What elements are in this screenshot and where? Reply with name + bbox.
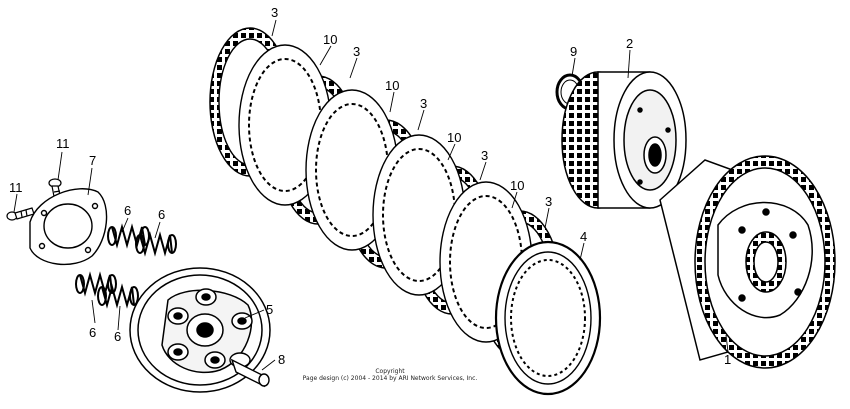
callout-8: 8	[278, 352, 285, 367]
callout-3-b: 3	[353, 44, 360, 59]
spring-lower-right	[97, 283, 139, 309]
callout-7: 7	[89, 153, 96, 168]
plate-gasket	[29, 188, 108, 266]
copyright-line-2: Page design (c) 2004 - 2014 by ARI Netwo…	[302, 375, 478, 382]
callout-11-left: 11	[9, 180, 23, 195]
callout-10-a: 10	[323, 32, 337, 47]
callout-10-b: 10	[385, 78, 399, 93]
spring-upper-right	[135, 231, 177, 257]
callout-6-c: 6	[89, 325, 96, 340]
copyright-notice: Copyright Page design (c) 2004 - 2014 by…	[300, 368, 480, 382]
callout-6-a: 6	[124, 203, 131, 218]
callout-1: 1	[724, 352, 731, 367]
callout-2: 2	[626, 36, 633, 51]
callout-3-a: 3	[271, 5, 278, 20]
callout-11-upper: 11	[56, 136, 70, 151]
lifter-pin	[229, 352, 270, 388]
callout-4: 4	[580, 229, 587, 244]
copyright-line-1: Copyright	[375, 368, 405, 375]
callout-9: 9	[570, 44, 577, 59]
callout-3-e: 3	[545, 194, 552, 209]
callout-3-c: 3	[420, 96, 427, 111]
bolt-left	[6, 207, 35, 221]
clutch-outer	[659, 155, 836, 369]
callout-labels: 11 11 7 6 6 6 6 5 8 3 10 3 10 3 10 3 10 …	[9, 5, 731, 367]
callout-3-d: 3	[481, 148, 488, 163]
spring-lower-left	[75, 271, 117, 297]
leader-lines	[13, 19, 729, 371]
callout-6-b: 6	[158, 207, 165, 222]
callout-6-d: 6	[114, 329, 121, 344]
callout-10-d: 10	[510, 178, 524, 193]
callout-10-c: 10	[447, 130, 461, 145]
callout-5: 5	[266, 302, 273, 317]
clutch-center	[561, 71, 687, 209]
judder-plate	[494, 240, 602, 396]
